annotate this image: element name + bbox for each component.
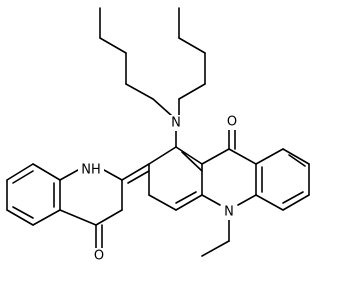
bond [12, 170, 34, 184]
bond [95, 209, 123, 226]
bond [228, 148, 257, 165]
bond [201, 240, 230, 257]
bond-layer [6, 7, 310, 257]
bond [175, 146, 203, 165]
bond [32, 209, 61, 226]
bond [175, 194, 203, 211]
bond [178, 83, 206, 100]
bond [282, 148, 310, 165]
bond [237, 194, 257, 206]
bond [6, 163, 34, 181]
bond [148, 194, 177, 211]
bond [181, 151, 203, 172]
bond [59, 169, 79, 181]
bond [175, 191, 197, 204]
ring-nh-label: NH [81, 163, 101, 178]
ring-nitrogen-ethyl-label: N [224, 205, 234, 220]
amine-nitrogen-label: N [171, 116, 181, 131]
bond [6, 209, 34, 226]
bond [201, 148, 230, 165]
bond [178, 37, 206, 54]
bond [103, 169, 123, 181]
bond [282, 191, 304, 204]
bond [255, 194, 284, 211]
bond [121, 163, 150, 181]
bond [12, 206, 34, 219]
bond [125, 83, 154, 100]
bottom-carbonyl-oxygen-label: O [94, 249, 104, 264]
atom-label-layer: N NH N O O [78, 114, 240, 264]
bond [255, 148, 284, 165]
bond [59, 209, 97, 226]
top-carbonyl-oxygen-label: O [227, 115, 237, 130]
bond [99, 37, 127, 54]
bond [32, 163, 61, 181]
bond [201, 194, 221, 206]
bond [152, 98, 173, 117]
bond [127, 170, 150, 184]
bond [288, 154, 306, 167]
bond [282, 194, 310, 211]
bond [148, 146, 177, 165]
